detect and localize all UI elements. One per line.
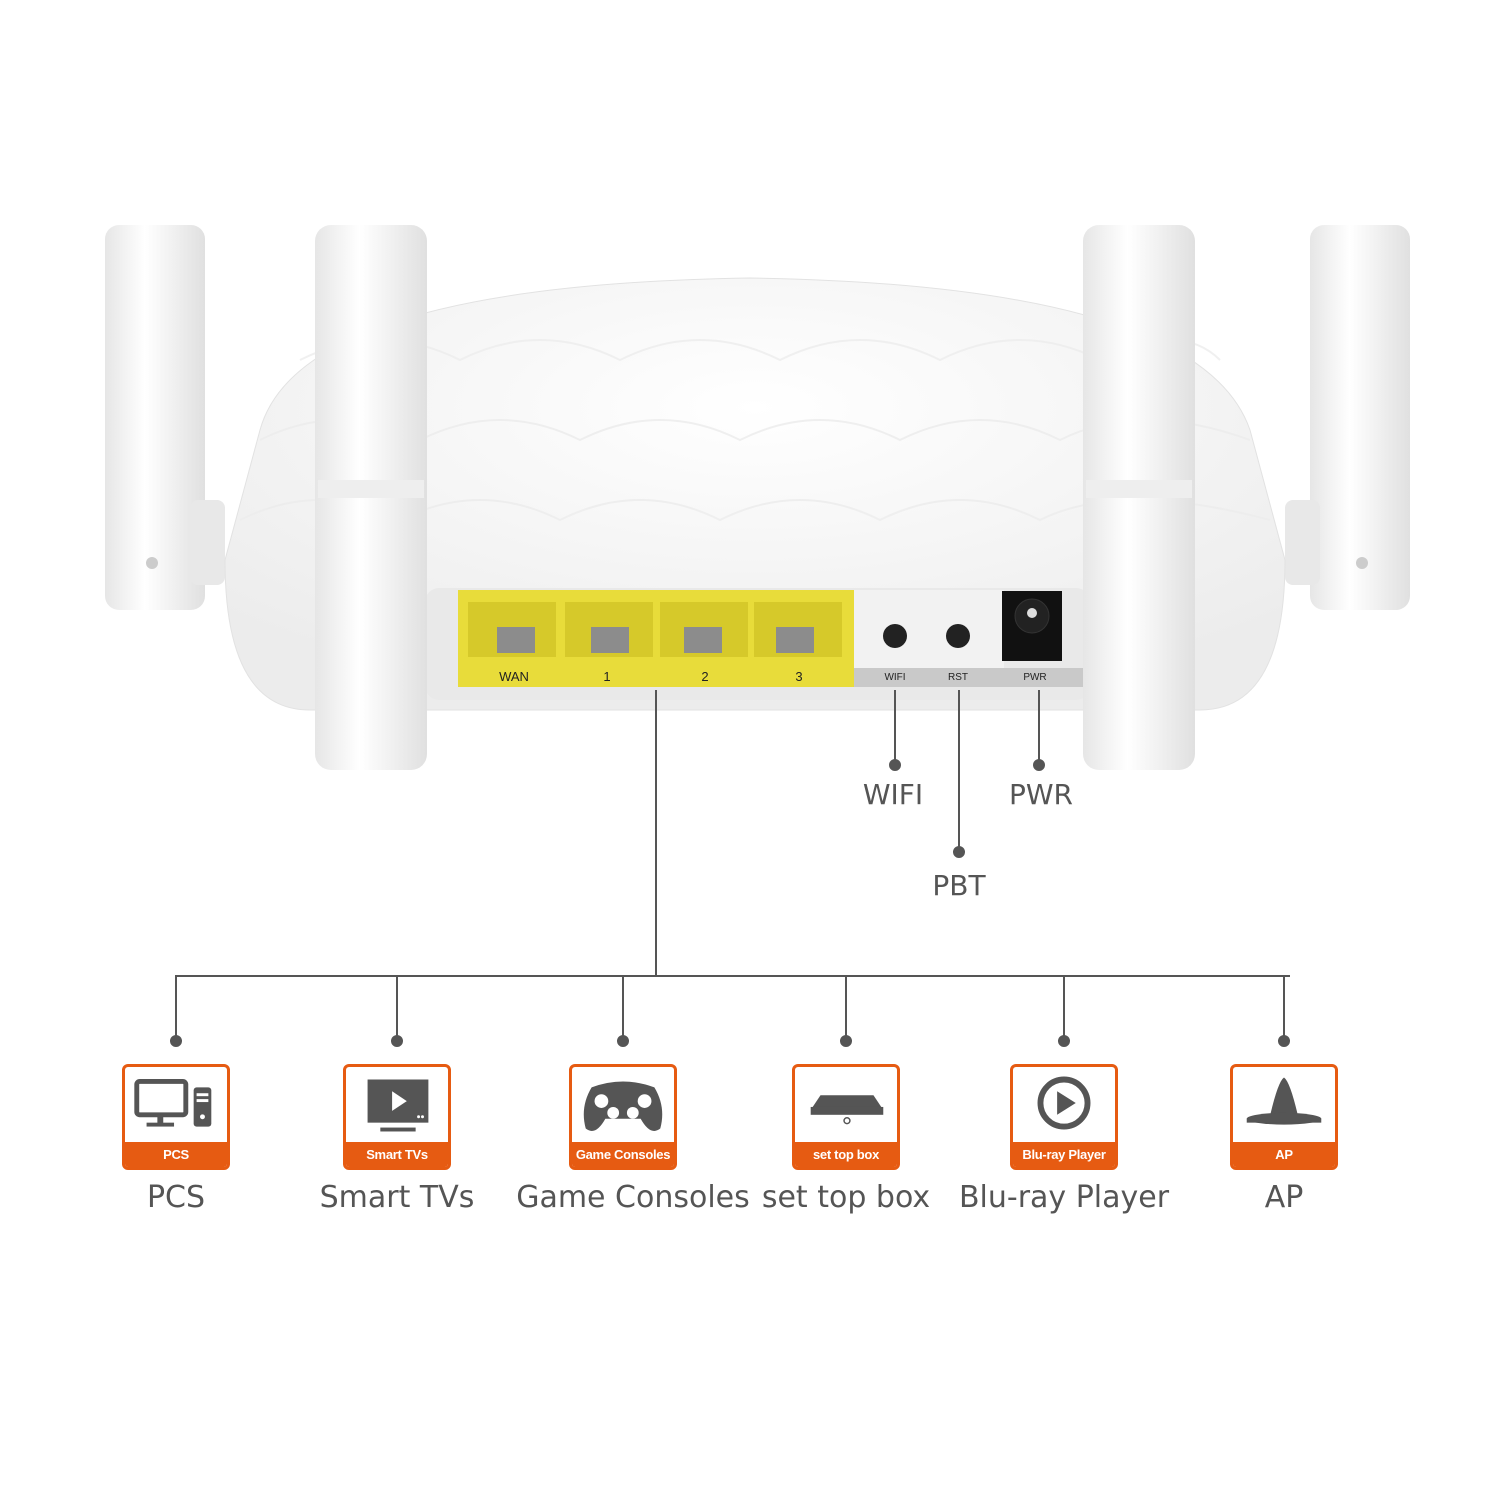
- device-label: Blu-ray Player: [958, 1180, 1170, 1215]
- device-card: set top box: [792, 1064, 900, 1170]
- device-label: AP: [1264, 1180, 1304, 1215]
- port-label-rst: RST: [948, 672, 968, 683]
- device-card: Game Consoles: [569, 1064, 677, 1170]
- port-label-2: 2: [701, 669, 708, 684]
- callout-wifi: WIFI: [862, 778, 924, 811]
- device-card: Blu-ray Player: [1010, 1064, 1118, 1170]
- connector-dot: [391, 1035, 403, 1047]
- connector-dot: [1058, 1035, 1070, 1047]
- device-card: AP: [1230, 1064, 1338, 1170]
- device-label: PCS: [146, 1180, 206, 1215]
- device-tag: Blu-ray Player: [1013, 1142, 1115, 1167]
- connector-dot: [617, 1035, 629, 1047]
- device-card: Smart TVs: [343, 1064, 451, 1170]
- antenna-back-left: [105, 225, 225, 610]
- play-icon: [1037, 1076, 1091, 1130]
- port-label-3: 3: [795, 669, 802, 684]
- set-top-box-icon: [810, 1095, 884, 1125]
- antenna-back-right: [1285, 225, 1410, 610]
- connector-dot: [840, 1035, 852, 1047]
- tv-icon: [367, 1079, 429, 1132]
- device-tag: AP: [1233, 1142, 1335, 1167]
- access-point-icon: [1246, 1077, 1322, 1125]
- callout-pwr: PWR: [1008, 778, 1074, 811]
- device-tag: set top box: [795, 1142, 897, 1167]
- wifi-button[interactable]: [883, 624, 907, 648]
- port-label-wifi: WIFI: [884, 672, 905, 683]
- pc-icon: [134, 1079, 212, 1127]
- gamepad-icon: [583, 1081, 663, 1131]
- device-tag: Game Consoles: [572, 1142, 674, 1167]
- device-tag: PCS: [125, 1142, 227, 1167]
- port-label-1: 1: [603, 669, 610, 684]
- connector-lines: [170, 690, 1290, 1047]
- connector-dot: [1278, 1035, 1290, 1047]
- device-label: Smart TVs: [319, 1180, 475, 1215]
- device-label: Game Consoles: [516, 1180, 750, 1215]
- callout-pbt: PBT: [932, 869, 986, 902]
- connector-dot: [170, 1035, 182, 1047]
- port-label-wan: WAN: [499, 669, 529, 684]
- device-card: PCS: [122, 1064, 230, 1170]
- reset-button[interactable]: [946, 624, 970, 648]
- device-tag: Smart TVs: [346, 1142, 448, 1167]
- device-label: set top box: [761, 1180, 931, 1215]
- port-label-pwr: PWR: [1023, 672, 1046, 683]
